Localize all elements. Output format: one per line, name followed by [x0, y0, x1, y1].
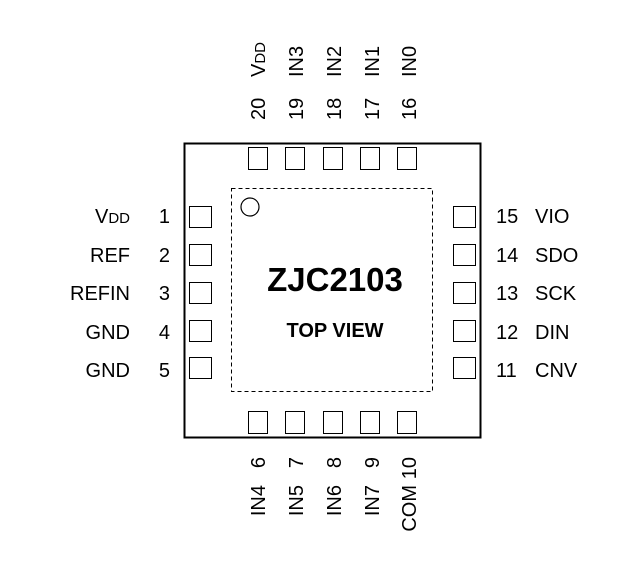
- left-pins: 1 2 3 4 5 VDD REF REFIN GND GND: [70, 206, 212, 382]
- pin-number: 16: [399, 98, 421, 120]
- pin-number: 4: [159, 322, 170, 344]
- pin-name: VIO: [535, 206, 569, 228]
- pin-number: 12: [496, 322, 518, 344]
- pin-number: 18: [324, 98, 346, 120]
- pin-number: 13: [496, 283, 518, 305]
- pin-number: 6: [248, 457, 270, 468]
- pin-name: IN0: [399, 46, 421, 77]
- pin-name-vdd: VDD: [95, 206, 130, 228]
- top-view-label: TOP VIEW: [286, 320, 383, 342]
- pin-number: 2: [159, 245, 170, 267]
- pin-pad-18: [323, 147, 343, 170]
- pin-pad-6: [248, 411, 268, 434]
- pin-pad-9: [360, 411, 380, 434]
- pin-pad-15: [453, 206, 476, 228]
- pin-number: 15: [496, 206, 518, 228]
- pin-name: REFIN: [70, 283, 130, 305]
- pin-pad-1: [189, 206, 212, 228]
- pin-name: IN6: [324, 485, 346, 516]
- pin-number: 17: [362, 98, 384, 120]
- pin-pad-12: [453, 320, 476, 342]
- pin-name: SDO: [535, 245, 578, 267]
- pin-name: GND: [86, 322, 130, 344]
- pin-pad-3: [189, 282, 212, 304]
- pin-pad-13: [453, 282, 476, 304]
- package-outline: [183, 142, 482, 439]
- pin-name: IN7: [362, 485, 384, 516]
- pin-name-vdd-top: VDD: [248, 42, 270, 77]
- bottom-pins: 6 7 8 9 10 IN4 IN5 IN6 IN7 COM: [248, 411, 421, 532]
- pin-pad-17: [360, 147, 380, 170]
- pin-pad-2: [189, 244, 212, 266]
- pin-name: CNV: [535, 360, 578, 382]
- pin-number: 1: [159, 206, 170, 228]
- pin-number: 10: [399, 457, 421, 479]
- pin1-marker-icon: [240, 197, 260, 217]
- exposed-pad-outline: [231, 188, 433, 392]
- chip-name: ZJC2103: [267, 261, 403, 298]
- pin-name: IN2: [324, 46, 346, 77]
- pin-name: COM: [399, 485, 421, 532]
- pin-number: 7: [286, 457, 308, 468]
- pin-number: 5: [159, 360, 170, 382]
- pin-name: IN3: [286, 46, 308, 77]
- pin-number: 9: [362, 457, 384, 468]
- pin-number: 3: [159, 283, 170, 305]
- pin-pad-5: [189, 357, 212, 379]
- top-pins: 20 19 18 17 16 VDD IN3 IN2 IN1 IN0: [248, 42, 421, 170]
- pin-pad-10: [397, 411, 417, 434]
- pin-name: SCK: [535, 283, 577, 305]
- pin-pad-4: [189, 320, 212, 342]
- pin-name: GND: [86, 360, 130, 382]
- pin-pad-11: [453, 357, 476, 379]
- pin-pad-19: [285, 147, 305, 170]
- pin-pad-16: [397, 147, 417, 170]
- right-pins: 15 14 13 12 11 VIO SDO SCK DIN CNV: [453, 206, 578, 382]
- pin-name: REF: [90, 245, 130, 267]
- pin-number: 8: [324, 457, 346, 468]
- pin-pad-7: [285, 411, 305, 434]
- pin-number: 20: [248, 98, 270, 120]
- pin-pad-20: [248, 147, 268, 170]
- pin-number: 11: [496, 360, 517, 382]
- pin-number: 14: [496, 245, 518, 267]
- pin-number: 19: [286, 98, 308, 120]
- pin-name: IN1: [362, 46, 384, 77]
- pin-pad-14: [453, 244, 476, 266]
- pin-name: DIN: [535, 322, 569, 344]
- pin-name: IN5: [286, 485, 308, 516]
- pin-name: IN4: [248, 485, 270, 516]
- pin-pad-8: [323, 411, 343, 434]
